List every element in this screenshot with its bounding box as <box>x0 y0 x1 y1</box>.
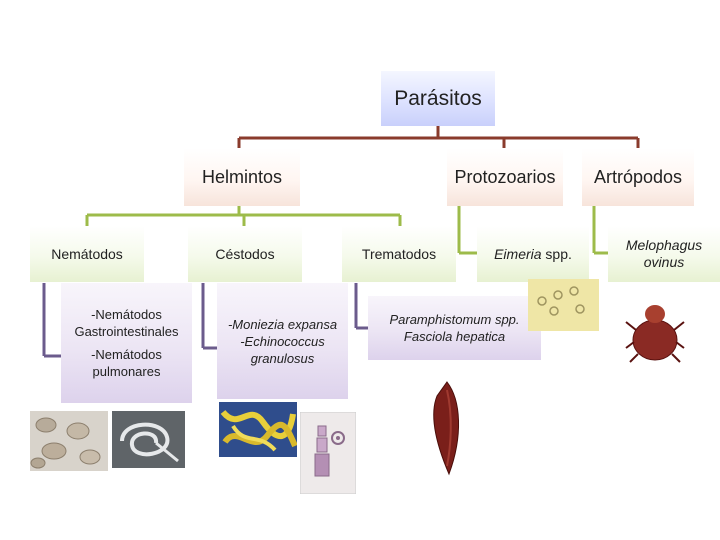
level2-connectors <box>85 206 608 255</box>
eimeria-genus: Eimeria <box>494 246 542 262</box>
root-node: Parásitos <box>381 71 495 126</box>
artropodos-label: Artrópodos <box>593 166 683 187</box>
trematodos-detail-line1: Paramphistomum spp. <box>389 312 520 327</box>
helmintos-label: Helmintos <box>201 166 283 187</box>
trematodos-detail-line2: Fasciola hepatica <box>403 329 506 344</box>
cestodos-detail-line2: -Echinococcus <box>240 333 325 349</box>
nematode-eggs-photo <box>30 411 108 471</box>
melophagus-node: Melophagus ovinus <box>608 226 720 282</box>
level3-connectors <box>42 283 368 358</box>
trematodos-label: Trematodos <box>361 246 437 262</box>
protozoarios-node: Protozoarios <box>447 148 563 206</box>
protozoarios-label: Protozoarios <box>454 166 556 187</box>
cestodos-detail-line1: -Moniezia expansa <box>227 316 338 332</box>
fasciola-photo <box>423 376 467 480</box>
helmintos-node: Helmintos <box>184 148 300 206</box>
melophagus-line2: ovinus <box>643 254 685 270</box>
nematodos-label: Nemátodos <box>51 246 123 262</box>
trematodos-node: Trematodos <box>342 226 456 282</box>
lungworm-photo <box>112 411 185 468</box>
nematodos-detail-node: -Nemátodos Gastrointestinales -Nemátodos… <box>61 283 192 403</box>
eimeria-suffix: spp. <box>541 246 572 262</box>
nematodos-detail-line3: -Nemátodos <box>91 347 162 362</box>
melophagus-line1: Melophagus <box>625 237 703 253</box>
echinococcus-photo <box>300 412 356 494</box>
nematodos-detail-line2: Gastrointestinales <box>74 324 179 339</box>
eimeria-node: Eimeria spp. <box>477 226 589 282</box>
root-connectors <box>237 126 640 148</box>
cestodos-detail-line3: granulosus <box>250 350 315 366</box>
nematodos-detail-line1: -Nemátodos <box>91 307 162 322</box>
moniezia-photo <box>219 402 297 457</box>
nematodos-node: Nemátodos <box>30 226 144 282</box>
cestodos-label: Céstodos <box>215 246 275 262</box>
cestodos-node: Céstodos <box>188 226 302 282</box>
cestodos-detail-node: -Moniezia expansa -Echinococcus granulos… <box>217 283 348 399</box>
melophagus-photo <box>624 290 687 367</box>
eimeria-label: Eimeria spp. <box>494 246 572 262</box>
eimeria-photo <box>528 279 599 331</box>
trematodos-detail-node: Paramphistomum spp. Fasciola hepatica <box>368 296 541 360</box>
artropodos-node: Artrópodos <box>582 148 694 206</box>
root-label: Parásitos <box>394 86 482 110</box>
nematodos-detail-line4: pulmonares <box>92 364 161 379</box>
